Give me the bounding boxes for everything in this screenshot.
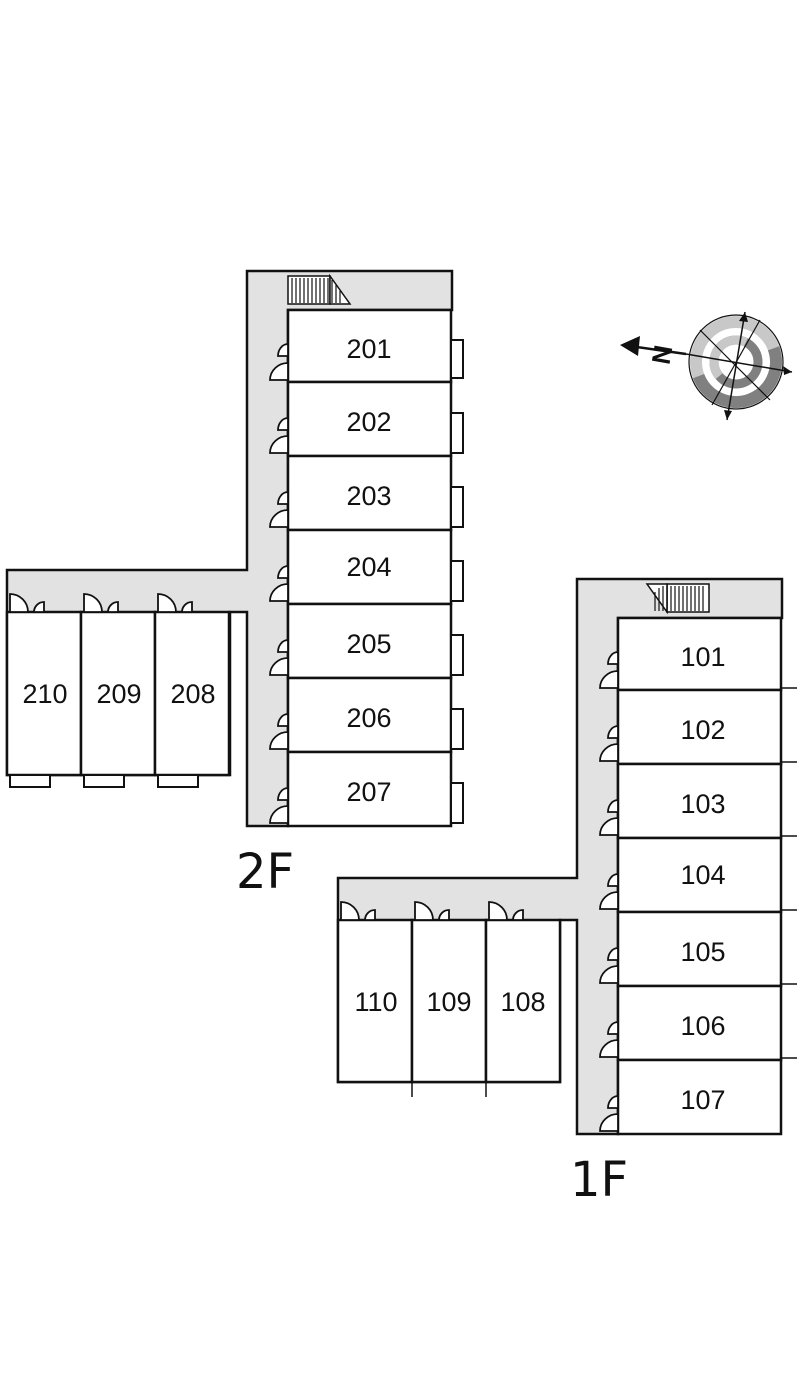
room-label-103: 103 (680, 789, 725, 819)
room-204: 204 (286, 528, 464, 606)
room-label-109: 109 (426, 987, 471, 1017)
room-104: 104 (616, 836, 797, 914)
compass-icon: N (620, 311, 793, 421)
door-icons-2f-horizontal (9, 593, 193, 613)
room-209: 209 (79, 610, 157, 788)
room-label-210: 210 (22, 679, 67, 709)
door-icons-1f-vertical (599, 651, 619, 1132)
room-107: 107 (616, 1058, 783, 1136)
room-109: 109 (410, 918, 488, 1097)
room-label-203: 203 (346, 481, 391, 511)
room-label-110: 110 (354, 987, 397, 1017)
room-label-209: 209 (96, 679, 141, 709)
floor-label-2f: 2F (236, 844, 294, 900)
compass-north-label: N (646, 343, 679, 367)
room-110: 110 (336, 918, 414, 1097)
room-label-105: 105 (680, 937, 725, 967)
floor-2f: 201 202 203 204 205 206 (5, 269, 464, 900)
room-label-205: 205 (346, 629, 391, 659)
room-101: 101 (616, 616, 797, 692)
room-102: 102 (616, 688, 797, 766)
room-207: 207 (286, 750, 464, 828)
stairs-1f (645, 583, 710, 615)
room-label-208: 208 (170, 679, 215, 709)
room-206: 206 (286, 676, 464, 754)
room-label-206: 206 (346, 703, 391, 733)
room-label-106: 106 (680, 1011, 725, 1041)
room-210: 210 (5, 610, 83, 788)
floor-1f: 101 102 103 104 105 106 107 (336, 577, 797, 1208)
room-108: 108 (484, 918, 562, 1084)
room-201: 201 (286, 308, 464, 384)
room-label-108: 108 (500, 987, 545, 1017)
room-203: 203 (286, 454, 464, 532)
room-205: 205 (286, 602, 464, 680)
room-106: 106 (616, 984, 797, 1062)
room-208: 208 (153, 610, 231, 788)
room-label-207: 207 (346, 777, 391, 807)
room-label-101: 101 (680, 642, 725, 672)
room-105: 105 (616, 910, 797, 988)
door-icons-1f-horizontal (340, 901, 524, 921)
room-label-102: 102 (680, 715, 725, 745)
room-202: 202 (286, 380, 464, 458)
room-label-107: 107 (680, 1085, 725, 1115)
room-label-202: 202 (346, 407, 391, 437)
stairs-2f (287, 273, 352, 305)
room-103: 103 (616, 762, 797, 840)
room-label-204: 204 (346, 552, 391, 582)
door-icons-2f-vertical (269, 343, 289, 824)
room-label-104: 104 (680, 860, 725, 890)
floor-label-1f: 1F (570, 1152, 628, 1208)
room-label-201: 201 (346, 334, 391, 364)
